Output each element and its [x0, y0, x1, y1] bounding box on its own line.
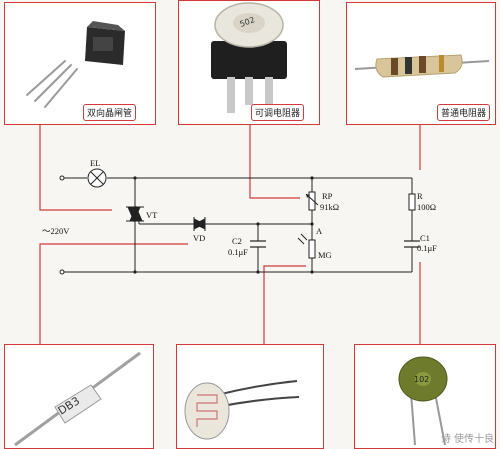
- capacitor-c2-symbol: [250, 240, 266, 248]
- triac-photo: [5, 3, 155, 124]
- r-name-label: R: [417, 191, 423, 201]
- c2-name-label: C2: [232, 236, 242, 246]
- rp-name-label: RP: [322, 191, 333, 201]
- diac-photo: DB3: [5, 345, 153, 448]
- leader-diac: [39, 243, 188, 344]
- photoresistor-symbol: [297, 233, 316, 259]
- photoresistor-photo: [177, 345, 323, 448]
- terminal-top: [59, 175, 65, 181]
- potentiometer-symbol: [305, 191, 319, 211]
- capacitor-marking: 102: [414, 375, 429, 384]
- c1-value-label: 0.1μF: [417, 243, 437, 253]
- capacitor-photo: 102: [355, 345, 495, 448]
- resistor-symbol: [408, 193, 416, 211]
- terminal-bottom: [59, 269, 65, 275]
- leader-potentiometer: [249, 125, 300, 199]
- leader-triac: [39, 125, 112, 211]
- lamp-label: EL: [90, 158, 100, 168]
- node-a-label: A: [316, 226, 323, 236]
- supply-label: ～220V: [42, 226, 70, 236]
- watermark: 诗 使传十良: [440, 434, 494, 445]
- triac-symbol: [126, 205, 144, 224]
- resistor-photo: [347, 3, 495, 124]
- potentiometer-photo-panel: 502 可调电阻器: [178, 0, 320, 125]
- resistor-tag: 普通电阻器: [437, 104, 491, 121]
- c2-value-label: 0.1μF: [228, 247, 248, 257]
- rp-value-label: 91kΩ: [320, 202, 339, 212]
- diac-symbol: [193, 217, 206, 231]
- diac-label: VD: [193, 233, 205, 243]
- c1-name-label: C1: [420, 233, 430, 243]
- triac-label: VT: [146, 210, 158, 220]
- leader-photoresistor: [263, 265, 306, 344]
- capacitor-photo-panel: 102: [354, 344, 496, 449]
- potentiometer-tag: 可调电阻器: [251, 104, 305, 121]
- lamp-symbol: [87, 168, 107, 188]
- r-value-label: 100Ω: [417, 202, 436, 212]
- diac-photo-panel: DB3: [4, 344, 154, 449]
- photoresistor-photo-panel: [176, 344, 324, 449]
- triac-tag: 双向晶闸管: [83, 104, 137, 121]
- capacitor-c1-symbol: [404, 240, 420, 248]
- resistor-photo-panel: 普通电阻器: [346, 2, 496, 125]
- photoresistor-label: MG: [318, 250, 332, 260]
- potentiometer-photo: 502: [179, 1, 319, 124]
- triac-photo-panel: 双向晶闸管: [4, 2, 156, 125]
